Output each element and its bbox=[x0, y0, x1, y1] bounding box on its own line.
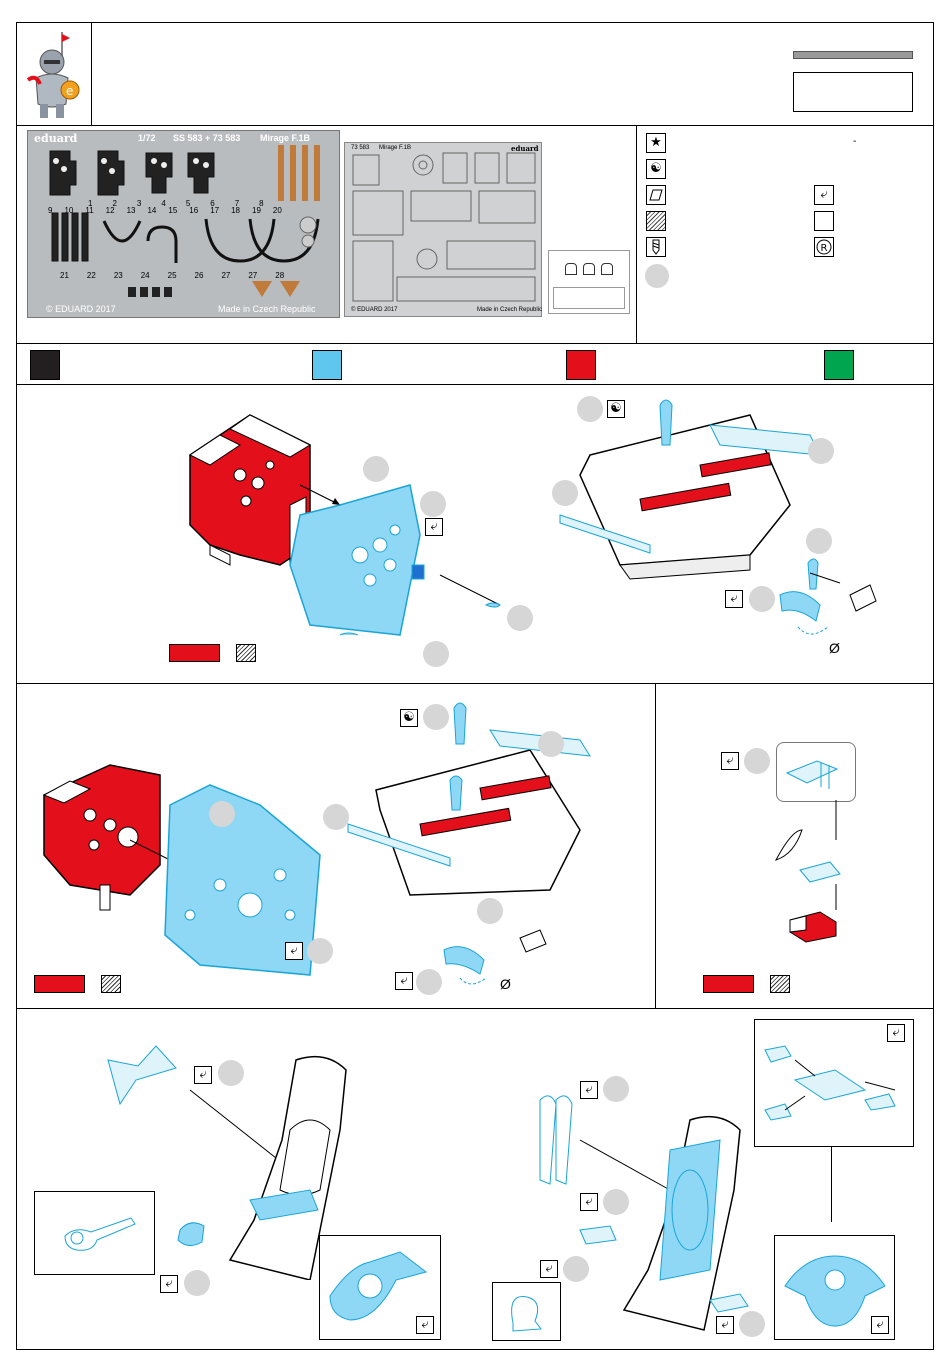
check-icon: ⤶ bbox=[580, 1193, 598, 1211]
fret-part-number-row3: 21 22 23 24 25 26 27 27 28 bbox=[60, 271, 340, 280]
fret-parts-drawing bbox=[28, 131, 341, 319]
check-icon: ⤶ bbox=[160, 1275, 178, 1293]
step-circle bbox=[808, 438, 834, 464]
paint-red-bar bbox=[34, 975, 85, 993]
divider bbox=[91, 22, 92, 125]
step-circle bbox=[307, 938, 333, 964]
clear-parts-box bbox=[548, 250, 630, 314]
check-icon: ⤶ bbox=[194, 1066, 212, 1084]
step-circle bbox=[209, 801, 235, 827]
step-circle bbox=[423, 641, 449, 667]
header-box bbox=[793, 72, 913, 112]
detail-box bbox=[776, 742, 856, 802]
step-circle bbox=[184, 1270, 210, 1296]
detail-box: ⤶ bbox=[774, 1235, 895, 1340]
step-circle bbox=[552, 480, 578, 506]
fret-part-number-row2: 9 10 11 12 13 14 15 16 17 18 19 20 bbox=[48, 206, 338, 215]
detail-box: ⤶ bbox=[319, 1235, 441, 1340]
cockpit-tub-assembly-1 bbox=[550, 395, 890, 665]
step-circle bbox=[420, 491, 446, 517]
step-circle bbox=[806, 528, 832, 554]
step-circle bbox=[563, 1256, 589, 1282]
divider bbox=[16, 1008, 934, 1009]
step-circle bbox=[416, 969, 442, 995]
yin-yang-icon: ☯ bbox=[607, 400, 625, 418]
clear-part bbox=[583, 263, 595, 275]
check-icon: ⤶ bbox=[416, 1316, 434, 1334]
cockpit-tub-assembly-2 bbox=[340, 700, 650, 1000]
check-icon: ⤶ bbox=[887, 1024, 905, 1042]
svg-text:e: e bbox=[66, 84, 73, 98]
diameter-symbol: Ø bbox=[829, 640, 840, 656]
small-part-assembly bbox=[770, 800, 860, 950]
check-icon: ⤶ bbox=[580, 1081, 598, 1099]
step-circle bbox=[218, 1060, 244, 1086]
check-icon: ⤶ bbox=[716, 1316, 734, 1334]
step-circle bbox=[507, 605, 533, 631]
fold-icon bbox=[646, 185, 666, 205]
divider bbox=[16, 343, 934, 344]
step-circle bbox=[477, 898, 503, 924]
check-icon: ⤶ bbox=[725, 590, 743, 608]
diameter-symbol: Ø bbox=[500, 976, 511, 992]
sand-icon bbox=[101, 975, 121, 993]
divider bbox=[16, 125, 934, 126]
step-circle bbox=[739, 1311, 765, 1337]
divider bbox=[636, 125, 637, 343]
detail-box: ⤶ bbox=[754, 1019, 914, 1147]
color-swatch-black bbox=[30, 350, 60, 380]
instrument-panel-assembly-1 bbox=[180, 405, 520, 675]
clear-part-base bbox=[553, 287, 625, 309]
step-circle bbox=[749, 586, 775, 612]
check-icon: ⤶ bbox=[285, 942, 303, 960]
yin-yang-icon: ☯ bbox=[400, 709, 418, 727]
photo-etch-fret-73583: 73 583 Mirage F.1B eduard © EDUARD 2017 … bbox=[344, 142, 542, 317]
divider bbox=[16, 683, 934, 684]
color-swatch-light-blue bbox=[312, 350, 342, 380]
sand-icon bbox=[236, 644, 256, 662]
sand-icon bbox=[770, 975, 790, 993]
legend-dash: - bbox=[853, 136, 856, 147]
detail-box bbox=[492, 1282, 561, 1341]
r-icon: R bbox=[814, 237, 834, 257]
check-icon: ⤶ bbox=[814, 185, 834, 205]
divider bbox=[655, 683, 656, 1008]
paint-red-bar bbox=[169, 644, 220, 662]
paint-red-bar bbox=[703, 975, 754, 993]
sand-icon bbox=[646, 211, 666, 231]
step-circle bbox=[603, 1189, 629, 1215]
step-circle bbox=[577, 396, 603, 422]
yin-yang-icon: ☯ bbox=[646, 159, 666, 179]
step-circle bbox=[423, 704, 449, 730]
check-icon: ⤶ bbox=[871, 1316, 889, 1334]
fret2-parts-drawing bbox=[345, 143, 543, 318]
step-circle bbox=[744, 748, 770, 774]
svg-text:R: R bbox=[821, 243, 828, 254]
clear-part bbox=[565, 263, 577, 275]
eduard-knight-logo: e bbox=[22, 28, 86, 122]
detail-box bbox=[34, 1191, 155, 1275]
step-circle bbox=[363, 456, 389, 482]
check-icon: ⤶ bbox=[721, 752, 739, 770]
check-icon: ⤶ bbox=[425, 518, 443, 536]
color-swatch-red bbox=[566, 350, 596, 380]
divider bbox=[16, 384, 934, 385]
drill-icon bbox=[646, 237, 666, 257]
check-icon: ⤶ bbox=[395, 972, 413, 990]
blank-icon bbox=[814, 211, 834, 231]
header-grey-bar bbox=[793, 51, 913, 59]
circle-icon bbox=[645, 264, 669, 288]
arrow-line bbox=[831, 1146, 832, 1222]
step-circle bbox=[603, 1076, 629, 1102]
clear-part bbox=[601, 263, 613, 275]
step-circle bbox=[538, 731, 564, 757]
photo-etch-fret-ss583: eduard 1/72 SS 583 + 73 583 Mirage F.1B … bbox=[27, 130, 340, 318]
color-swatch-green bbox=[824, 350, 854, 380]
star-icon: ★ bbox=[646, 133, 666, 153]
check-icon: ⤶ bbox=[540, 1260, 558, 1278]
